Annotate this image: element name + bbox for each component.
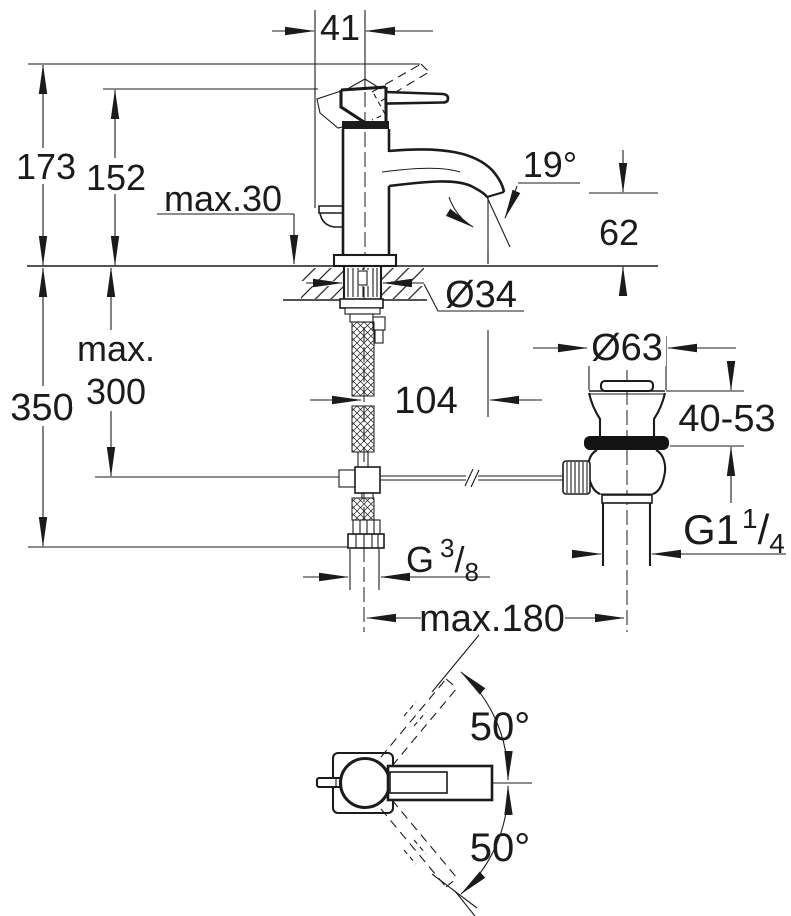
rod-clamp bbox=[338, 469, 356, 488]
mounting-shank bbox=[339, 267, 386, 344]
dim-flange-dia: Ø63 bbox=[591, 327, 663, 369]
spray-angle-label: 19° bbox=[523, 144, 577, 185]
dim-hose-max-value: 300 bbox=[86, 371, 146, 412]
swivel-lower: 50° bbox=[380, 785, 531, 916]
waste-nut bbox=[601, 494, 653, 504]
dim-under-deck: 350 bbox=[10, 387, 73, 429]
swivel-lower-label: 50° bbox=[470, 826, 531, 870]
faucet-front-view: 19° bbox=[316, 63, 580, 632]
dimension-annotations: 41 173 152 max.30 62 Ø34 350 bbox=[5, 7, 786, 640]
dim-deck-max: max.30 bbox=[164, 178, 282, 219]
handle-collar bbox=[342, 121, 389, 129]
counter-deck bbox=[27, 265, 658, 301]
dim-total-height: 173 bbox=[16, 146, 76, 187]
supply-hose bbox=[338, 321, 385, 549]
spray-angle-annotation: 19° bbox=[445, 144, 580, 264]
spout bbox=[381, 148, 506, 199]
base-flange bbox=[332, 253, 398, 268]
dim-hose-max-word: max. bbox=[77, 328, 155, 369]
faucet-plan-view: 50° 50° bbox=[315, 634, 532, 916]
dim-outlet-height: 62 bbox=[599, 212, 639, 253]
dim-hole-dia: Ø34 bbox=[445, 274, 517, 316]
faucet-body bbox=[332, 129, 398, 268]
deck-hatch bbox=[301, 268, 344, 281]
swivel-upper-label: 50° bbox=[470, 705, 531, 749]
plan-handle-dome bbox=[338, 756, 392, 810]
waste-seal-ring bbox=[584, 436, 669, 450]
swivel-upper: 50° bbox=[380, 634, 531, 781]
popup-waste-assembly bbox=[562, 330, 669, 632]
waste-plug-button bbox=[599, 379, 655, 393]
rod-tee bbox=[354, 466, 381, 494]
dim-spout-offset: 41 bbox=[320, 7, 360, 48]
mounting-nut bbox=[339, 298, 384, 309]
dim-projection: 104 bbox=[394, 380, 457, 422]
dim-deck-range: 40-53 bbox=[678, 398, 775, 440]
raised-lever-dashed bbox=[371, 63, 430, 102]
plan-lever-inner bbox=[389, 771, 448, 794]
plan-spout-stub bbox=[315, 776, 343, 789]
supply-nut bbox=[347, 533, 385, 549]
dim-rod-reach: max.180 bbox=[419, 598, 565, 640]
handle-lever bbox=[384, 90, 450, 105]
side-bracket bbox=[318, 205, 343, 228]
dim-spout-height: 152 bbox=[86, 157, 146, 198]
pull-rod bbox=[380, 468, 563, 488]
